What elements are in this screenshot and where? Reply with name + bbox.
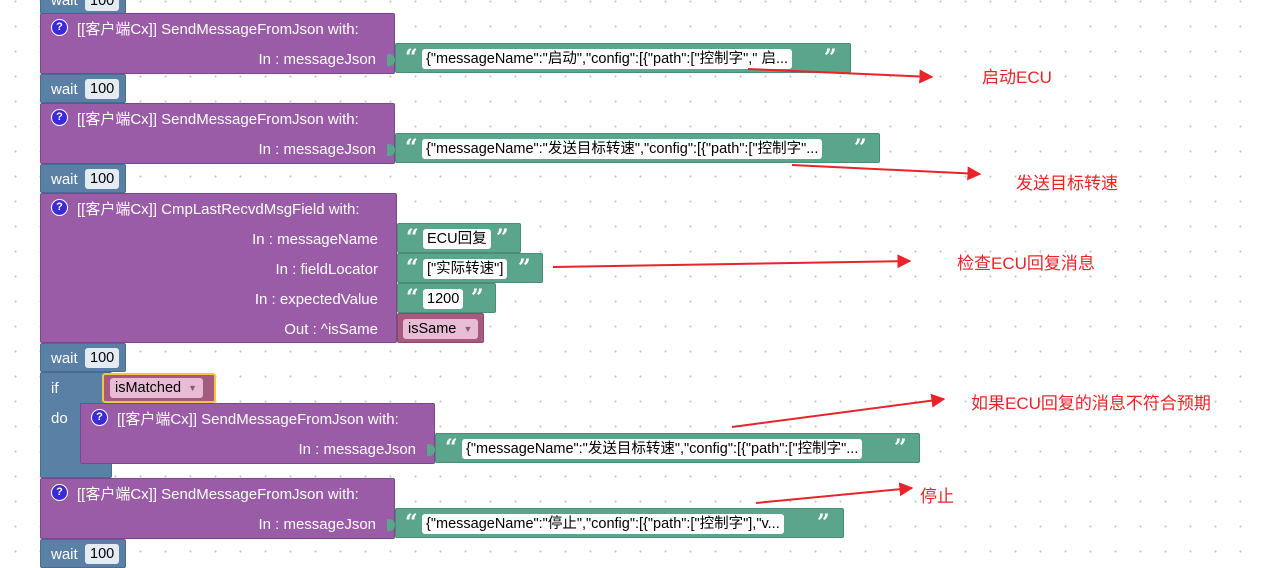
input-connector: [387, 144, 395, 156]
json-value-field[interactable]: {"messageName":"启动","config":[{"path":["…: [422, 49, 793, 69]
variable-dropdown[interactable]: isSame ▼: [403, 319, 479, 339]
input-connector: [427, 444, 435, 456]
arrow-start-ecu: [747, 68, 934, 84]
help-icon[interactable]: ?: [51, 109, 68, 126]
wait-block-3[interactable]: wait 100: [40, 343, 126, 372]
dropdown-arrow-icon: ▼: [463, 324, 473, 334]
annotation-arrows: [552, 68, 982, 504]
condition-variable-name: isMatched: [115, 380, 182, 396]
text-block-message-name[interactable]: “ ECU回复 ”: [397, 223, 521, 253]
block-title: [[客户端Cx]] SendMessageFromJson with:: [77, 21, 359, 38]
annotation-stop: 停止: [920, 487, 954, 506]
annotation-start-ecu: 启动ECU: [982, 68, 1052, 87]
send-message-block-stop[interactable]: ? [[客户端Cx]] SendMessageFromJson with: In…: [40, 478, 395, 539]
wait-label: wait: [51, 350, 78, 367]
wait-block-2[interactable]: wait 100: [40, 164, 126, 193]
send-message-block-target-speed[interactable]: ? [[客户端Cx]] SendMessageFromJson with: In…: [40, 103, 395, 164]
message-name-label: In : messageName: [252, 231, 378, 248]
input-label: In : messageJson: [258, 51, 376, 68]
send-message-block-retry[interactable]: ? [[客户端Cx]] SendMessageFromJson with: In…: [80, 403, 435, 464]
wait-value[interactable]: 100: [85, 0, 120, 11]
text-block-stop-json[interactable]: “ {"messageName":"停止","config":[{"path":…: [395, 508, 844, 538]
compare-field-block[interactable]: ? [[客户端Cx]] CmpLastRecvdMsgField with: I…: [40, 193, 397, 343]
if-label: if: [51, 380, 59, 397]
block-title: [[客户端Cx]] CmpLastRecvdMsgField with:: [77, 201, 360, 218]
input-label: In : messageJson: [298, 441, 416, 458]
quote-close-icon: ”: [518, 255, 531, 281]
expected-value-field[interactable]: 1200: [423, 289, 464, 309]
expected-value-label: In : expectedValue: [254, 291, 378, 308]
quote-open-icon: “: [406, 285, 419, 311]
quote-open-icon: “: [406, 225, 419, 251]
help-icon[interactable]: ?: [91, 409, 108, 426]
help-icon[interactable]: ?: [51, 199, 68, 216]
wait-block-1[interactable]: wait 100: [40, 74, 126, 103]
quote-close-icon: ”: [817, 510, 830, 536]
help-icon[interactable]: ?: [51, 484, 68, 501]
wait-value[interactable]: 100: [85, 348, 120, 368]
wait-value[interactable]: 100: [85, 169, 120, 189]
if-condition-socket[interactable]: isMatched ▼: [102, 373, 216, 403]
wait-label: wait: [51, 81, 78, 98]
variable-block-is-same[interactable]: isSame ▼: [397, 313, 484, 343]
quote-open-icon: “: [406, 255, 419, 281]
send-message-block-start[interactable]: ? [[客户端Cx]] SendMessageFromJson with: In…: [40, 13, 395, 74]
quote-open-icon: “: [445, 435, 458, 461]
field-locator-field[interactable]: ["实际转速"]: [423, 259, 508, 279]
text-block-target-speed-json[interactable]: “ {"messageName":"发送目标转速","config":[{"pa…: [395, 133, 880, 163]
out-label: Out : ^isSame: [284, 321, 378, 338]
arrow-stop: [755, 482, 914, 504]
variable-name: isSame: [408, 321, 457, 337]
json-value-field[interactable]: {"messageName":"发送目标转速","config":[{"path…: [422, 139, 823, 159]
block-title: [[客户端Cx]] SendMessageFromJson with:: [77, 111, 359, 128]
arrow-if-mismatch: [731, 393, 946, 428]
block-title: [[客户端Cx]] SendMessageFromJson with:: [77, 486, 359, 503]
quote-open-icon: “: [405, 510, 418, 536]
wait-label: wait: [51, 171, 78, 188]
field-locator-label: In : fieldLocator: [275, 261, 378, 278]
annotation-send-target-speed: 发送目标转速: [1016, 174, 1118, 193]
input-connector: [387, 519, 395, 531]
input-label: In : messageJson: [258, 516, 376, 533]
quote-close-icon: ”: [496, 225, 509, 251]
json-value-field[interactable]: {"messageName":"停止","config":[{"path":["…: [422, 514, 784, 534]
quote-open-icon: “: [405, 135, 418, 161]
wait-label: wait: [51, 0, 78, 9]
text-block-field-locator[interactable]: “ ["实际转速"] ”: [397, 253, 543, 283]
block-title: [[客户端Cx]] SendMessageFromJson with:: [117, 411, 399, 428]
quote-close-icon: ”: [894, 435, 907, 461]
help-icon[interactable]: ?: [51, 19, 68, 36]
json-value-field[interactable]: {"messageName":"发送目标转速","config":[{"path…: [462, 439, 863, 459]
quote-close-icon: ”: [824, 45, 837, 71]
dropdown-arrow-icon: ▼: [188, 383, 198, 393]
message-name-field[interactable]: ECU回复: [423, 229, 491, 249]
quote-close-icon: ”: [854, 135, 867, 161]
condition-dropdown[interactable]: isMatched ▼: [110, 378, 204, 398]
arrow-target-speed: [791, 164, 982, 181]
quote-open-icon: “: [405, 45, 418, 71]
text-block-retry-json[interactable]: “ {"messageName":"发送目标转速","config":[{"pa…: [435, 433, 920, 463]
text-block-start-json[interactable]: “ {"messageName":"启动","config":[{"path":…: [395, 43, 851, 73]
arrow-check-reply: [552, 254, 912, 269]
do-label: do: [51, 410, 68, 427]
text-block-expected-value[interactable]: “ 1200 ”: [397, 283, 496, 313]
annotation-if-mismatch: 如果ECU回复的消息不符合预期: [971, 394, 1211, 413]
input-connector: [387, 54, 395, 66]
quote-close-icon: ”: [471, 285, 484, 311]
wait-value[interactable]: 100: [85, 79, 120, 99]
annotation-check-ecu-reply: 检查ECU回复消息: [957, 254, 1095, 273]
input-label: In : messageJson: [258, 141, 376, 158]
